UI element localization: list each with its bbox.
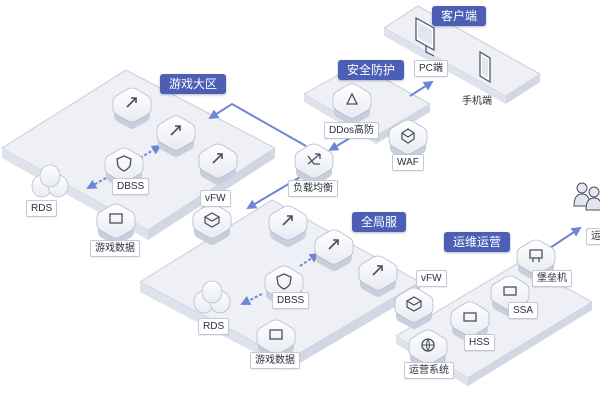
rds-cluster-icon [39,164,61,188]
waf-icon [400,128,416,144]
pc-device [415,16,435,57]
arrow-ops-to-personnel [549,226,582,249]
global-server-1 [268,205,308,248]
hss-node [450,301,490,344]
game-region-vfw-node [192,203,232,246]
label-hss: HSS [464,334,495,351]
global-server-2 [314,229,354,272]
game-region-server-3 [198,143,238,186]
zone-title-client: 客户端 [432,6,487,26]
load-balancer-icon [307,153,321,165]
label-ddos: DDos高防 [324,122,380,139]
arrow-security-to-lb [328,137,351,152]
firewall-icon [405,296,423,312]
label-ssa: SSA [508,302,539,319]
arrow-global-dbss-rds [240,293,263,305]
document-icon [109,213,123,224]
arrow-game-dbss-server [139,144,162,159]
arrow-up-right-icon [328,239,339,250]
bastion-host-icon [529,249,543,262]
shield-icon [116,155,132,172]
ssa-node [490,275,530,318]
label-mobile: 手机端 [462,96,492,107]
load-balancer-node [294,143,334,186]
waf-node [388,119,428,162]
game-region-data-node [96,203,136,246]
ops-personnel [573,182,600,211]
arrow-up-right-icon [372,265,383,276]
bastion-node [516,239,556,282]
label-ops-system: 运营系统 [404,362,454,379]
ssa-icon [503,286,517,296]
global-server-data-node [256,319,296,362]
label-load-balancer: 负载均衡 [288,180,338,197]
ddos-icon [345,92,359,105]
game-region-server-2 [156,115,196,158]
label-global-server-rds: RDS [198,318,230,335]
label-waf: WAF [392,154,424,171]
firewall-icon [203,212,221,228]
arrow-up-right-icon [212,153,223,164]
document-icon [269,329,283,340]
arrow-game-dbss-rds [86,177,107,189]
rds-cluster-icon [201,280,223,304]
arrow-lb-to-game-region [208,102,307,147]
game-region-server-1 [112,87,152,130]
label-global-server-vfw: vFW [416,270,447,287]
global-server-vfw-node [394,287,434,330]
zone-title-global-server: 全局服 [352,212,407,232]
shield-icon [276,273,292,290]
label-game-region-dbss: DBSS [112,178,150,195]
global-server-dbss-node [264,265,304,308]
arrow-global-dbss-server [299,252,320,267]
label-game-region-vfw: vFW [200,190,231,207]
zone-title-security: 安全防护 [338,60,405,80]
label-game-region-rds: RDS [26,200,58,217]
zone-title-game-region: 游戏大区 [160,74,227,94]
zone-title-ops: 运维运营 [444,232,511,252]
arrow-security-to-client [409,80,434,97]
label-bastion: 堡垒机 [532,270,572,287]
ops-system-node [408,329,448,372]
label-game-region-game-data: 游戏数据 [90,240,140,257]
label-ops-personnel-partial: 运 [586,228,600,245]
arrow-up-right-icon [170,125,181,136]
arrow-up-right-icon [126,97,137,108]
global-server-3 [358,255,398,298]
mobile-device [479,50,491,84]
global-server-rds-node [193,280,231,314]
ddos-node [332,83,372,126]
label-global-server-dbss: DBSS [272,292,310,309]
hss-icon [463,312,477,322]
label-global-server-game-data: 游戏数据 [250,352,300,369]
arrow-up-right-icon [282,215,293,226]
people-icon [576,182,588,194]
label-pc: PC端 [414,60,448,77]
game-region-dbss-node [104,147,144,190]
game-region-rds-node [31,164,69,198]
